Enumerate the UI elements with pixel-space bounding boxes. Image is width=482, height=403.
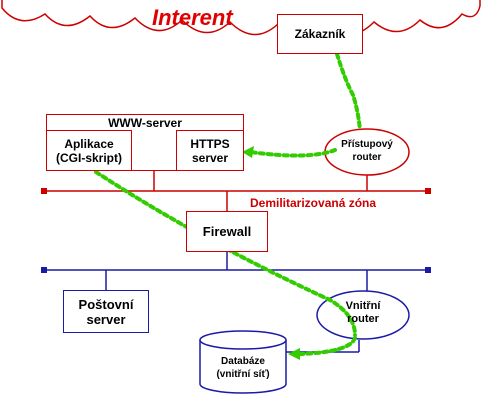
- access-router-line2: router: [352, 152, 382, 163]
- database-line2: (vnitřní síť): [216, 369, 270, 380]
- database-label: Databáze (vnitřní síť): [200, 355, 286, 381]
- inner-router-line2: router: [347, 313, 379, 325]
- database-line1: Databáze: [221, 356, 265, 367]
- dmz-line-end-right: [425, 188, 431, 194]
- mail-label-line1: Poštovní: [78, 296, 134, 312]
- firewall-box: Firewall: [186, 211, 268, 252]
- data-flow-router-to-db: [298, 336, 357, 356]
- app-box: Aplikace (CGI-skript): [46, 130, 132, 171]
- customer-box: Zákazník: [277, 14, 363, 54]
- https-label-line1: HTTPS: [190, 136, 230, 151]
- inner-router-label: Vnitřní router: [320, 300, 406, 326]
- customer-label: Zákazník: [294, 27, 346, 41]
- inner-router-shape: [316, 290, 410, 340]
- data-flow-customer-to-router: [335, 52, 362, 132]
- firewall-label: Firewall: [202, 224, 252, 239]
- app-label-line1: Aplikace: [64, 136, 114, 151]
- database-cylinder: [199, 340, 287, 394]
- app-label-line2: (CGI-skript): [56, 150, 122, 165]
- inner-line-end-right: [425, 267, 431, 273]
- mail-label-line2: server: [86, 311, 126, 327]
- www-server-title: WWW-server: [108, 116, 182, 130]
- mail-server-box: Poštovní server: [63, 290, 149, 333]
- inner-router-line1: Vnitřní: [345, 300, 381, 312]
- data-flow-router-to-https: [248, 148, 337, 158]
- dmz-line-end-left: [41, 188, 47, 194]
- dmz-label: Demilitarizovaná zóna: [250, 196, 377, 210]
- db-arrow-head: [288, 348, 300, 360]
- https-label-line2: server: [191, 150, 229, 165]
- https-server-box: HTTPS server: [176, 130, 244, 171]
- database-cylinder-top: [199, 330, 287, 350]
- https-arrow-head: [242, 146, 254, 158]
- access-router-label: Přístupový router: [325, 138, 409, 164]
- inner-line-end-left: [41, 267, 47, 273]
- internet-title: Interent: [152, 5, 233, 30]
- data-flow-app-to-inner-router: [94, 170, 357, 337]
- access-router-line1: Přístupový: [341, 139, 393, 150]
- internet-cloud: [1, 0, 481, 36]
